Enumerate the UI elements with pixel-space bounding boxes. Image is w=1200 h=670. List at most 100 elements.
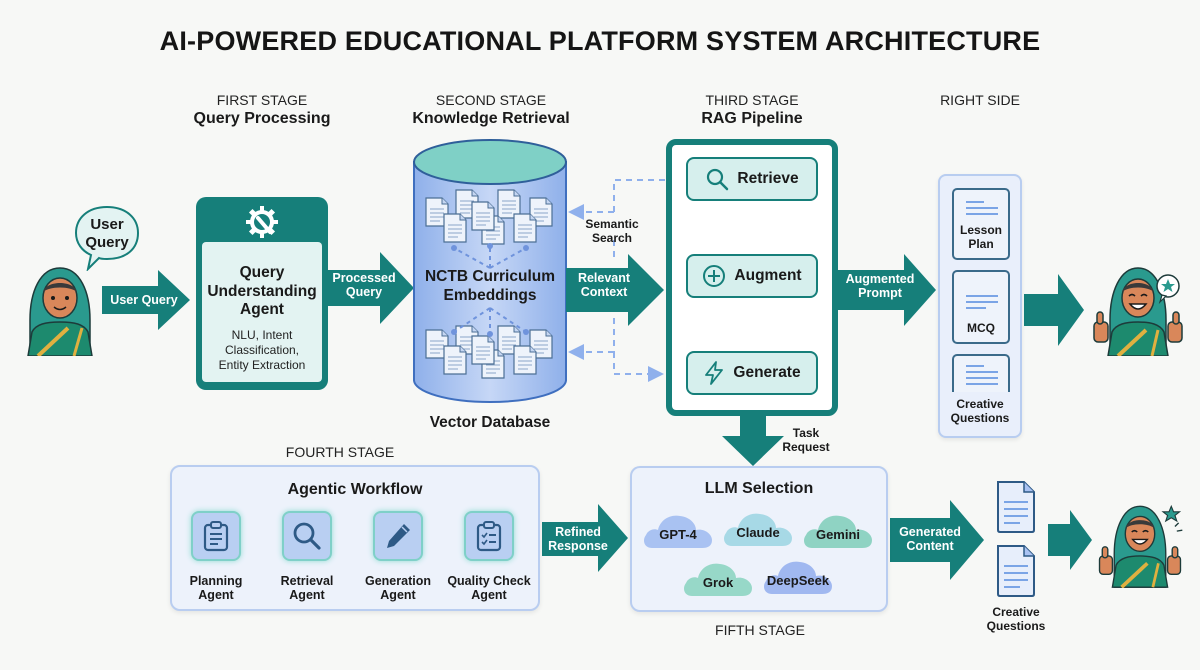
arrow-outputs-to-user bbox=[1024, 274, 1084, 346]
desc-line: NLU, Intent bbox=[231, 327, 293, 342]
cloud-icon bbox=[764, 561, 832, 594]
desc-line: Entity Extraction bbox=[218, 357, 306, 372]
agent-label-retrieval: Retrieval Agent bbox=[262, 574, 352, 603]
label-line: Planning bbox=[189, 574, 243, 588]
document-icon bbox=[966, 365, 998, 385]
lightning-icon bbox=[705, 361, 724, 385]
stage-header-third: THIRD STAGE RAG Pipeline bbox=[667, 92, 837, 128]
stage-label: FIRST STAGE bbox=[216, 92, 308, 108]
stage-header-right: RIGHT SIDE bbox=[920, 92, 1040, 109]
speech-bubble-text: User Query bbox=[74, 216, 140, 252]
arrow-relevant-context bbox=[566, 254, 664, 326]
arrow-generated-content bbox=[890, 500, 984, 580]
arrow-task-request bbox=[722, 416, 784, 466]
label-line: Request bbox=[782, 439, 830, 454]
cloud-icon bbox=[804, 515, 872, 548]
output-mcq: MCQ bbox=[952, 270, 1010, 344]
label-semantic-search: Semantic Search bbox=[574, 217, 650, 246]
output-label: MCQ bbox=[967, 321, 995, 335]
rag-step-augment: Augment bbox=[686, 254, 818, 298]
llm-model-claude[interactable]: Claude bbox=[720, 506, 796, 548]
clipboard-icon bbox=[203, 521, 229, 552]
label-line: Questions bbox=[986, 618, 1046, 633]
llm-model-gemini[interactable]: Gemini bbox=[800, 508, 876, 550]
output-creative-questions bbox=[952, 354, 1010, 392]
output-label: Lesson Plan bbox=[954, 223, 1008, 252]
speech-bubble-shape bbox=[74, 205, 140, 273]
embedding-ray-head bbox=[487, 331, 493, 337]
cloud-icon bbox=[644, 515, 712, 548]
document-icon bbox=[997, 481, 1035, 533]
query-agent-body: Query Understanding Agent NLU, Intent Cl… bbox=[202, 242, 322, 382]
document-icon bbox=[966, 295, 998, 309]
speech-line: User bbox=[90, 216, 124, 233]
document-icon bbox=[997, 545, 1035, 597]
arrow-label-user-query: User Query bbox=[110, 293, 178, 307]
label-line: Search bbox=[591, 230, 633, 245]
embedding-ray-head bbox=[523, 245, 529, 251]
arrow-content-to-user bbox=[1048, 510, 1092, 570]
rag-step-label: Generate bbox=[733, 364, 801, 381]
rag-step-retrieve: Retrieve bbox=[686, 157, 818, 201]
checklist-icon bbox=[476, 521, 502, 552]
embedding-ray-head bbox=[451, 245, 457, 251]
search-icon bbox=[707, 168, 729, 191]
llm-model-label: DeepSeek bbox=[766, 573, 830, 588]
embedding-ray bbox=[453, 247, 491, 269]
llm-model-grok[interactable]: Grok bbox=[680, 556, 756, 598]
agent-label-quality-check: Quality Check Agent bbox=[444, 574, 534, 603]
llm-model-deepseek[interactable]: DeepSeek bbox=[760, 554, 836, 596]
title-line: Query bbox=[239, 264, 285, 281]
arrow-label-line: Relevant bbox=[577, 271, 631, 285]
label-line: Retrieval bbox=[280, 574, 334, 588]
label-line: Task bbox=[792, 426, 820, 440]
page-title: AI-POWERED EDUCATIONAL PLATFORM SYSTEM A… bbox=[159, 26, 1041, 56]
arrow-label-line: Content bbox=[906, 539, 954, 554]
semantic-search-connectors bbox=[568, 172, 682, 382]
label-line: Agent bbox=[289, 588, 325, 603]
embedding-documents bbox=[425, 189, 553, 379]
document-icon bbox=[471, 201, 495, 231]
stage-header-fourth: FOURTH STAGE bbox=[285, 444, 395, 460]
output-lesson-plan: Lesson Plan bbox=[952, 188, 1010, 260]
agentic-workflow-title: Agentic Workflow bbox=[287, 481, 423, 498]
stage-label: SECOND STAGE bbox=[435, 92, 547, 108]
plus-circle-icon bbox=[703, 265, 726, 287]
arrow-label-relevant-context: Relevant Context bbox=[566, 271, 642, 300]
arrow-label-line: Augmented bbox=[845, 272, 915, 286]
rag-pipeline: Retrieve Augment Generate bbox=[666, 139, 838, 416]
label-line: Agent bbox=[380, 588, 416, 603]
llm-model-gpt-4[interactable]: GPT-4 bbox=[640, 508, 716, 550]
stage-name: RAG Pipeline bbox=[701, 109, 803, 127]
label-line: Agent bbox=[471, 588, 507, 603]
stage-name: Query Processing bbox=[193, 109, 331, 127]
llm-model-label: Gemini bbox=[815, 527, 861, 542]
stage-label: RIGHT SIDE bbox=[940, 92, 1020, 108]
stage-header-fifth: FIFTH STAGE bbox=[715, 622, 805, 638]
desc-line: Classification, bbox=[224, 342, 300, 357]
cloud-icon bbox=[724, 513, 792, 546]
title-line: Understanding bbox=[207, 282, 317, 300]
arrow-label-line: Prompt bbox=[858, 286, 902, 301]
arrow-label-line: Response bbox=[548, 539, 608, 554]
embedding-ray-head bbox=[523, 329, 529, 335]
generated-documents bbox=[997, 481, 1035, 597]
agent-chip-planning bbox=[191, 511, 241, 561]
arrow-label-line: Processed bbox=[332, 271, 396, 285]
label-line: Embeddings bbox=[443, 286, 537, 304]
arrow-label-processed-query: Processed Query bbox=[326, 271, 402, 300]
agent-chip-quality-check bbox=[464, 511, 514, 561]
query-agent-description: NLU, Intent Classification, Entity Extra… bbox=[202, 328, 322, 373]
document-icon bbox=[425, 329, 449, 359]
embedding-ray-head bbox=[487, 243, 493, 249]
label-line: NCTB Curriculum bbox=[424, 268, 556, 285]
document-icon bbox=[443, 213, 467, 243]
label-line: Agent bbox=[198, 588, 234, 603]
arrow-label-refined-response: Refined Response bbox=[540, 525, 616, 554]
arrow-user-query bbox=[102, 270, 190, 330]
gear-wrench-icon bbox=[246, 206, 278, 238]
final-output-caption: Creative Questions bbox=[976, 605, 1056, 634]
label-task-request: Task Request bbox=[776, 426, 836, 455]
llm-model-label: Claude bbox=[736, 525, 780, 540]
arrow-refined-response bbox=[542, 504, 628, 572]
